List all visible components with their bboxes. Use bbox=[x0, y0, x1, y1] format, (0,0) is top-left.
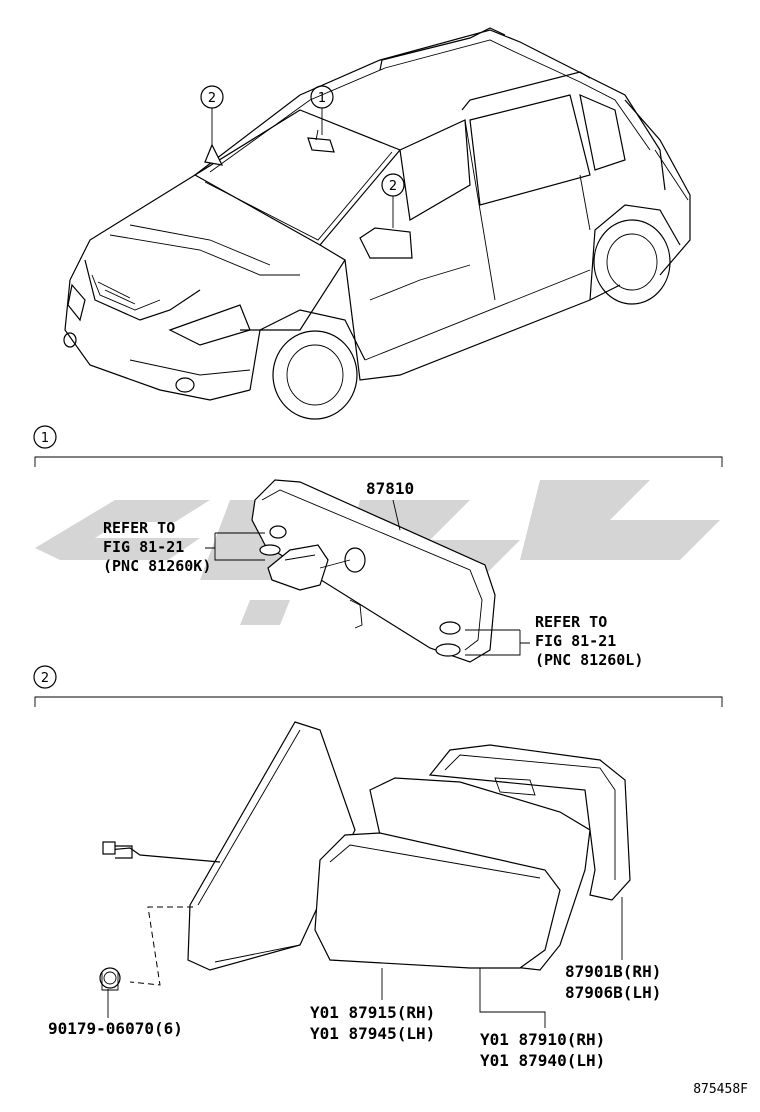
svg-text:REFER TO: REFER TO bbox=[535, 613, 607, 631]
svg-text:Y01 87910(RH): Y01 87910(RH) bbox=[480, 1030, 605, 1049]
svg-text:90179-06070(6): 90179-06070(6) bbox=[48, 1019, 183, 1038]
svg-text:(PNC 81260K): (PNC 81260K) bbox=[103, 557, 211, 575]
svg-text:Y01 87940(LH): Y01 87940(LH) bbox=[480, 1051, 605, 1070]
part-cover: 87901B(RH) 87906B(LH) bbox=[565, 897, 661, 1002]
section-2-outer-mirror: 2 bbox=[33, 665, 723, 991]
part-nut: 90179-06070(6) bbox=[48, 989, 183, 1038]
part-mirror-assy: Y01 87915(RH) Y01 87945(LH) bbox=[310, 968, 435, 1043]
callout-antenna: 2 bbox=[200, 85, 224, 145]
svg-text:2: 2 bbox=[389, 179, 397, 194]
svg-text:87901B(RH): 87901B(RH) bbox=[565, 962, 661, 981]
svg-text:Y01 87945(LH): Y01 87945(LH) bbox=[310, 1024, 435, 1043]
svg-text:2: 2 bbox=[41, 671, 49, 686]
svg-text:875458F: 875458F bbox=[693, 1082, 748, 1097]
section-1-inner-mirror: 1 bbox=[33, 425, 723, 663]
part-87810: 87810 bbox=[366, 479, 414, 531]
callout-outer-mirror: 2 bbox=[381, 173, 405, 228]
svg-text:(PNC 81260L): (PNC 81260L) bbox=[535, 651, 643, 669]
svg-text:1: 1 bbox=[41, 431, 49, 446]
svg-text:REFER TO: REFER TO bbox=[103, 519, 175, 537]
refer-left: REFER TO FIG 81-21 (PNC 81260K) bbox=[103, 519, 265, 575]
svg-text:87906B(LH): 87906B(LH) bbox=[565, 983, 661, 1002]
svg-text:87810: 87810 bbox=[366, 479, 414, 498]
car-illustration bbox=[63, 27, 691, 420]
svg-text:2: 2 bbox=[208, 91, 216, 106]
svg-text:1: 1 bbox=[318, 91, 326, 106]
svg-text:FIG 81-21: FIG 81-21 bbox=[103, 538, 184, 556]
svg-text:Y01 87915(RH): Y01 87915(RH) bbox=[310, 1003, 435, 1022]
figure-id: 875458F bbox=[693, 1082, 748, 1097]
svg-text:FIG 81-21: FIG 81-21 bbox=[535, 632, 616, 650]
callout-mirror-inner: 1 bbox=[310, 85, 334, 135]
refer-right: REFER TO FIG 81-21 (PNC 81260L) bbox=[465, 613, 643, 669]
part-mirror-glass: Y01 87910(RH) Y01 87940(LH) bbox=[479, 968, 605, 1070]
